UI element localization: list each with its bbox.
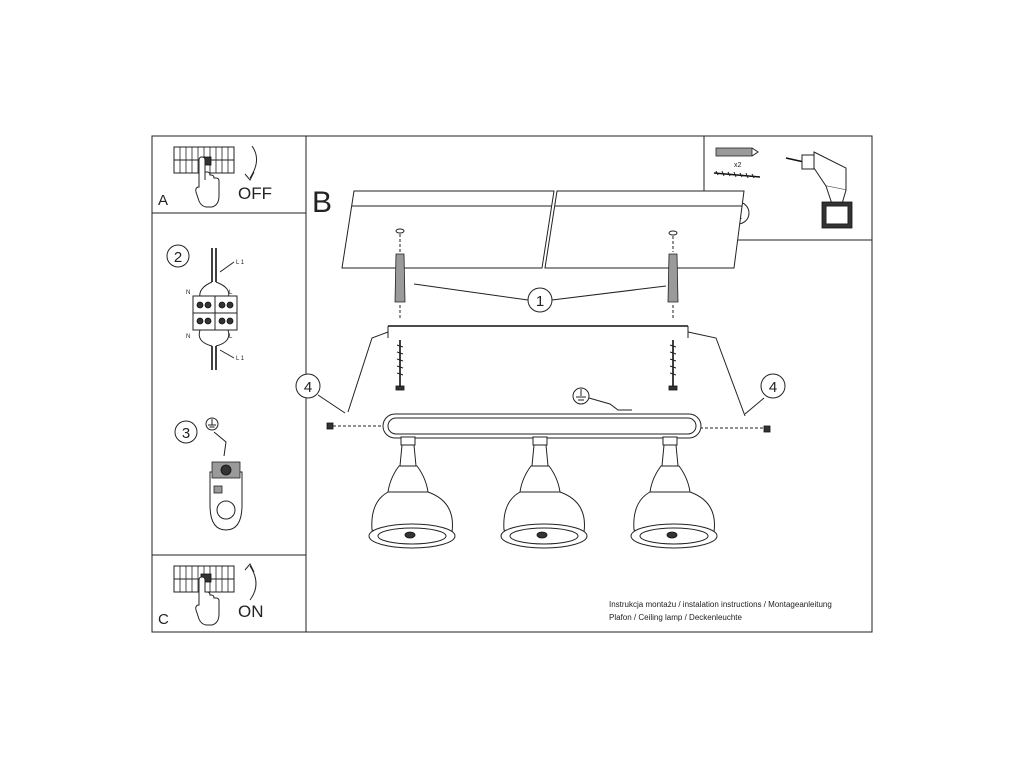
screw-left — [395, 340, 405, 391]
side-screw-right — [700, 425, 771, 433]
svg-text:4: 4 — [769, 379, 777, 396]
svg-text:4: 4 — [304, 379, 312, 396]
svg-text:N: N — [186, 290, 190, 296]
svg-text:L: L — [229, 334, 233, 340]
screw-right — [668, 340, 678, 391]
lamp-base-bar — [382, 413, 702, 439]
panel-b-letter: B — [312, 186, 332, 219]
anchor-right — [667, 236, 679, 318]
step-3-badge — [174, 420, 198, 444]
on-label: ON — [238, 602, 264, 621]
screw-icon — [713, 170, 761, 179]
side-screw-callout-right: 4 — [744, 373, 786, 415]
hand-icon — [195, 576, 220, 626]
outer-frame — [151, 135, 873, 633]
side-screw-callout-left: 4 — [295, 373, 346, 414]
arrow-up-icon — [249, 565, 257, 601]
ceiling-plate — [341, 190, 745, 269]
mounting-bracket — [347, 325, 746, 417]
svg-text:3: 3 — [182, 425, 190, 442]
panel-a-letter: A — [158, 192, 168, 209]
svg-text:1: 1 — [536, 293, 544, 310]
hand-icon — [195, 156, 220, 208]
arrow-down-icon — [249, 145, 257, 179]
ground-terminal-diagram: 3 — [174, 417, 243, 531]
svg-text:L 1: L 1 — [236, 260, 245, 266]
svg-text:x2: x2 — [734, 162, 742, 169]
footer-line-1: Instrukcja montażu / instalation instruc… — [609, 600, 832, 609]
svg-text:L 1: L 1 — [236, 356, 245, 362]
panel-a: A OFF — [152, 145, 306, 214]
spotlight-right — [630, 436, 718, 549]
wiring-diagram: 2 N L L 1 N L L 1 — [166, 244, 245, 370]
drill-icon — [785, 151, 853, 229]
wall-plug-icon — [715, 147, 759, 157]
spotlight-center — [500, 436, 588, 549]
step-2-badge — [166, 244, 190, 268]
svg-text:2: 2 — [174, 249, 182, 266]
panel-c: C ON — [152, 554, 306, 628]
panel-c-letter: C — [158, 611, 169, 628]
svg-text:L: L — [229, 290, 233, 296]
anchors-callout: 1 — [413, 283, 667, 313]
off-label: OFF — [238, 184, 272, 203]
side-screw-left — [326, 422, 388, 430]
anchor-left — [394, 234, 406, 318]
footer-line-2: Plafon / Ceiling lamp / Deckenleuchte — [609, 613, 743, 622]
spotlight-left — [368, 436, 456, 549]
svg-text:N: N — [186, 334, 190, 340]
ground-symbol-icon — [572, 387, 632, 411]
